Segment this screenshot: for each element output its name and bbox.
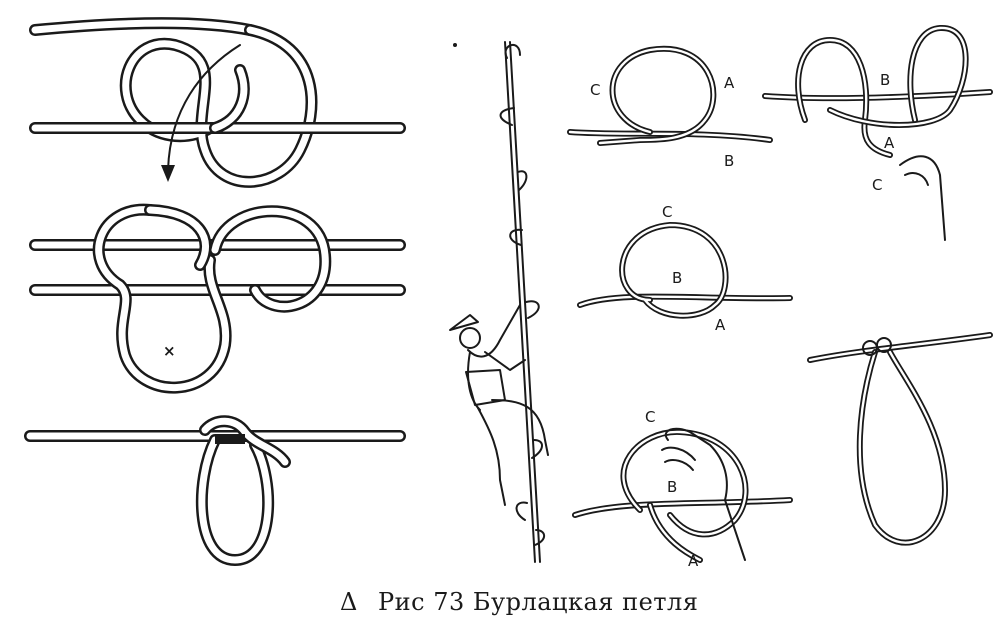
step1-illustration [29, 17, 406, 188]
stage-d-illustration [762, 24, 993, 241]
label-a-2: А [715, 316, 726, 334]
label-a-3: А [688, 552, 699, 570]
label-b-1: В [724, 152, 734, 170]
stage-c-illustration [572, 427, 793, 563]
stage-a-illustration [567, 45, 773, 146]
label-c-3: С [645, 408, 655, 426]
caption-prefix: Δ [340, 588, 358, 616]
stage-b-illustration [577, 221, 793, 319]
label-c-4: С [872, 176, 882, 194]
final-loop-illustration [807, 332, 993, 546]
label-c-1: С [590, 81, 600, 99]
step3-illustration [24, 415, 406, 566]
label-c-2: С [662, 203, 672, 221]
cross-mark: × [163, 342, 176, 360]
label-a-1: А [724, 74, 735, 92]
figure-caption: Рис 73 Бурлацкая петля [378, 588, 698, 616]
label-b-3: В [667, 478, 677, 496]
climber-illustration [449, 41, 549, 563]
label-a-4: А [884, 134, 895, 152]
label-b-4: В [880, 71, 890, 89]
label-b-2: В [672, 269, 682, 287]
step2-illustration [29, 203, 406, 394]
